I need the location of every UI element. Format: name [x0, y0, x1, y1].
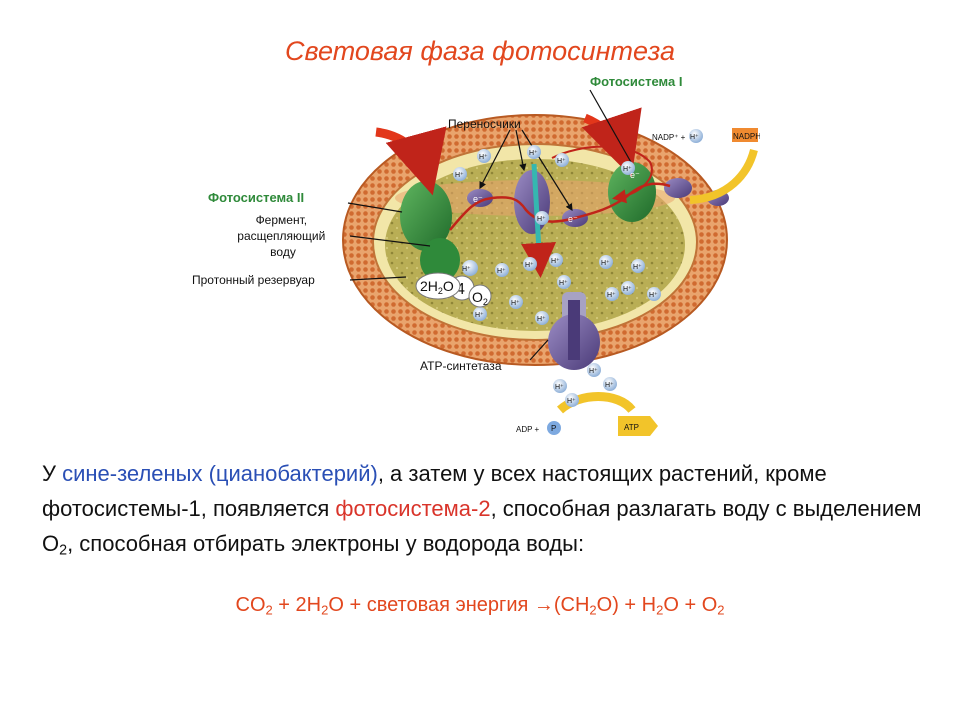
atp-synthase-label: ATP-синтетаза: [420, 359, 502, 373]
proton-ion: [557, 275, 571, 289]
photosystem-2-term: фотосистема-2: [335, 496, 491, 521]
proton-ion-label: H⁺: [529, 150, 538, 157]
description-paragraph: У сине-зеленых (цианобактерий), а затем …: [42, 461, 922, 559]
proton-ion: [647, 287, 661, 301]
enzyme-label: Фермент, расщепляющий воду: [237, 213, 328, 259]
proton-ion: [631, 259, 645, 273]
svg-text:O2: O2: [472, 289, 488, 307]
light-phase-diagram: H⁺H⁺H⁺H⁺H⁺H⁺H⁺H⁺H⁺H⁺H⁺H⁺H⁺H⁺H⁺H⁺H⁺H⁺H⁺H⁺…: [192, 74, 760, 436]
proton-ion: [535, 311, 549, 325]
proton-ion-label: H⁺: [589, 368, 598, 375]
proton-ion-label: H⁺: [537, 216, 546, 223]
proton-ion: [453, 167, 467, 181]
proton-ion-label: H⁺: [455, 172, 464, 179]
proton-ion: [587, 363, 601, 377]
proton-ion-label: H⁺: [475, 312, 484, 319]
svg-text:2H2O: 2H2O: [420, 278, 454, 296]
water-split: 4 H⁺ O2 2H2O: [415, 260, 492, 308]
atp-arrow: [556, 392, 636, 414]
proton-ion: [553, 379, 567, 393]
proton-ion: [621, 161, 635, 175]
proton-ion: [621, 281, 635, 295]
proton-ion-label: H⁺: [567, 398, 576, 405]
proton-ion: [599, 255, 613, 269]
proton-ion: [523, 257, 537, 271]
proton-ion-label: H⁺: [633, 264, 642, 271]
proton-ion-label: H⁺: [649, 292, 658, 299]
photosystem-ii-label: Фотосистема II: [208, 190, 304, 205]
proton-ion: [527, 145, 541, 159]
carriers-label: Переносчики: [448, 117, 521, 131]
svg-text:e⁻: e⁻: [568, 214, 578, 224]
proton-ion-label: H⁺: [479, 154, 488, 161]
slide-title: Световая фаза фотосинтеза: [284, 36, 676, 66]
proton-ion: [565, 393, 579, 407]
proton-ion-label: H⁺: [623, 286, 632, 293]
proton-ion-label: H⁺: [601, 260, 610, 267]
nadp-reaction: NADP⁺ + H⁺ NADPH2: [652, 128, 760, 143]
svg-text:e⁻: e⁻: [473, 194, 483, 204]
proton-reservoir-label: Протонный резервуар: [192, 273, 315, 287]
svg-text:NADPH2: NADPH2: [733, 132, 760, 143]
atp-synthase: [548, 292, 600, 370]
proton-ion-label: H⁺: [559, 280, 568, 287]
proton-ion: [605, 287, 619, 301]
light-arrow-ps2: [375, 126, 447, 196]
proton-ion: [555, 153, 569, 167]
proton-ion-label: H⁺: [537, 316, 546, 323]
proton-ion-label: H⁺: [497, 268, 506, 275]
svg-text:H⁺: H⁺: [462, 266, 471, 273]
photosynthesis-equation: CO2 + 2H2O + световая энергия →(CH2O) + …: [235, 594, 725, 618]
proton-ion-label: H⁺: [555, 384, 564, 391]
photosystem-ii-complex: [400, 181, 460, 282]
svg-text:P: P: [551, 424, 556, 433]
svg-text:NADP⁺ +: NADP⁺ +: [652, 133, 686, 142]
electron-marks: e⁻ e⁻ e⁻: [473, 170, 640, 224]
svg-text:e⁻: e⁻: [630, 170, 640, 180]
proton-ion-label: H⁺: [525, 262, 534, 269]
svg-text:4: 4: [456, 281, 465, 298]
proton-ion-label: H⁺: [551, 258, 560, 265]
proton-ion: [477, 149, 491, 163]
proton-ion: [495, 263, 509, 277]
svg-text:H⁺: H⁺: [690, 134, 699, 141]
proton-ion-label: H⁺: [605, 382, 614, 389]
proton-ion: [509, 295, 523, 309]
proton-cycle: [551, 145, 653, 204]
proton-ion: [603, 377, 617, 391]
proton-ion-label: H⁺: [623, 166, 632, 173]
atp-reaction: ADP + P ATP: [516, 416, 658, 436]
photosystem-i-label: Фотосистема I: [590, 74, 682, 89]
svg-text:ATP: ATP: [624, 423, 639, 432]
proton-ions: H⁺H⁺H⁺H⁺H⁺H⁺H⁺H⁺H⁺H⁺H⁺H⁺H⁺H⁺H⁺H⁺H⁺H⁺H⁺H⁺…: [453, 145, 661, 407]
proton-ion: [473, 307, 487, 321]
proton-ion: [549, 253, 563, 267]
proton-ion-label: H⁺: [511, 300, 520, 307]
proton-ion-label: H⁺: [557, 158, 566, 165]
nadph-arrow: [689, 148, 758, 204]
light-arrow-ps1: [581, 107, 642, 178]
proton-ion: [535, 211, 549, 225]
cyanobacteria-term: сине-зеленых (цианобактерий): [62, 461, 378, 486]
svg-text:ADP +: ADP +: [516, 425, 540, 434]
proton-ion-label: H⁺: [607, 292, 616, 299]
